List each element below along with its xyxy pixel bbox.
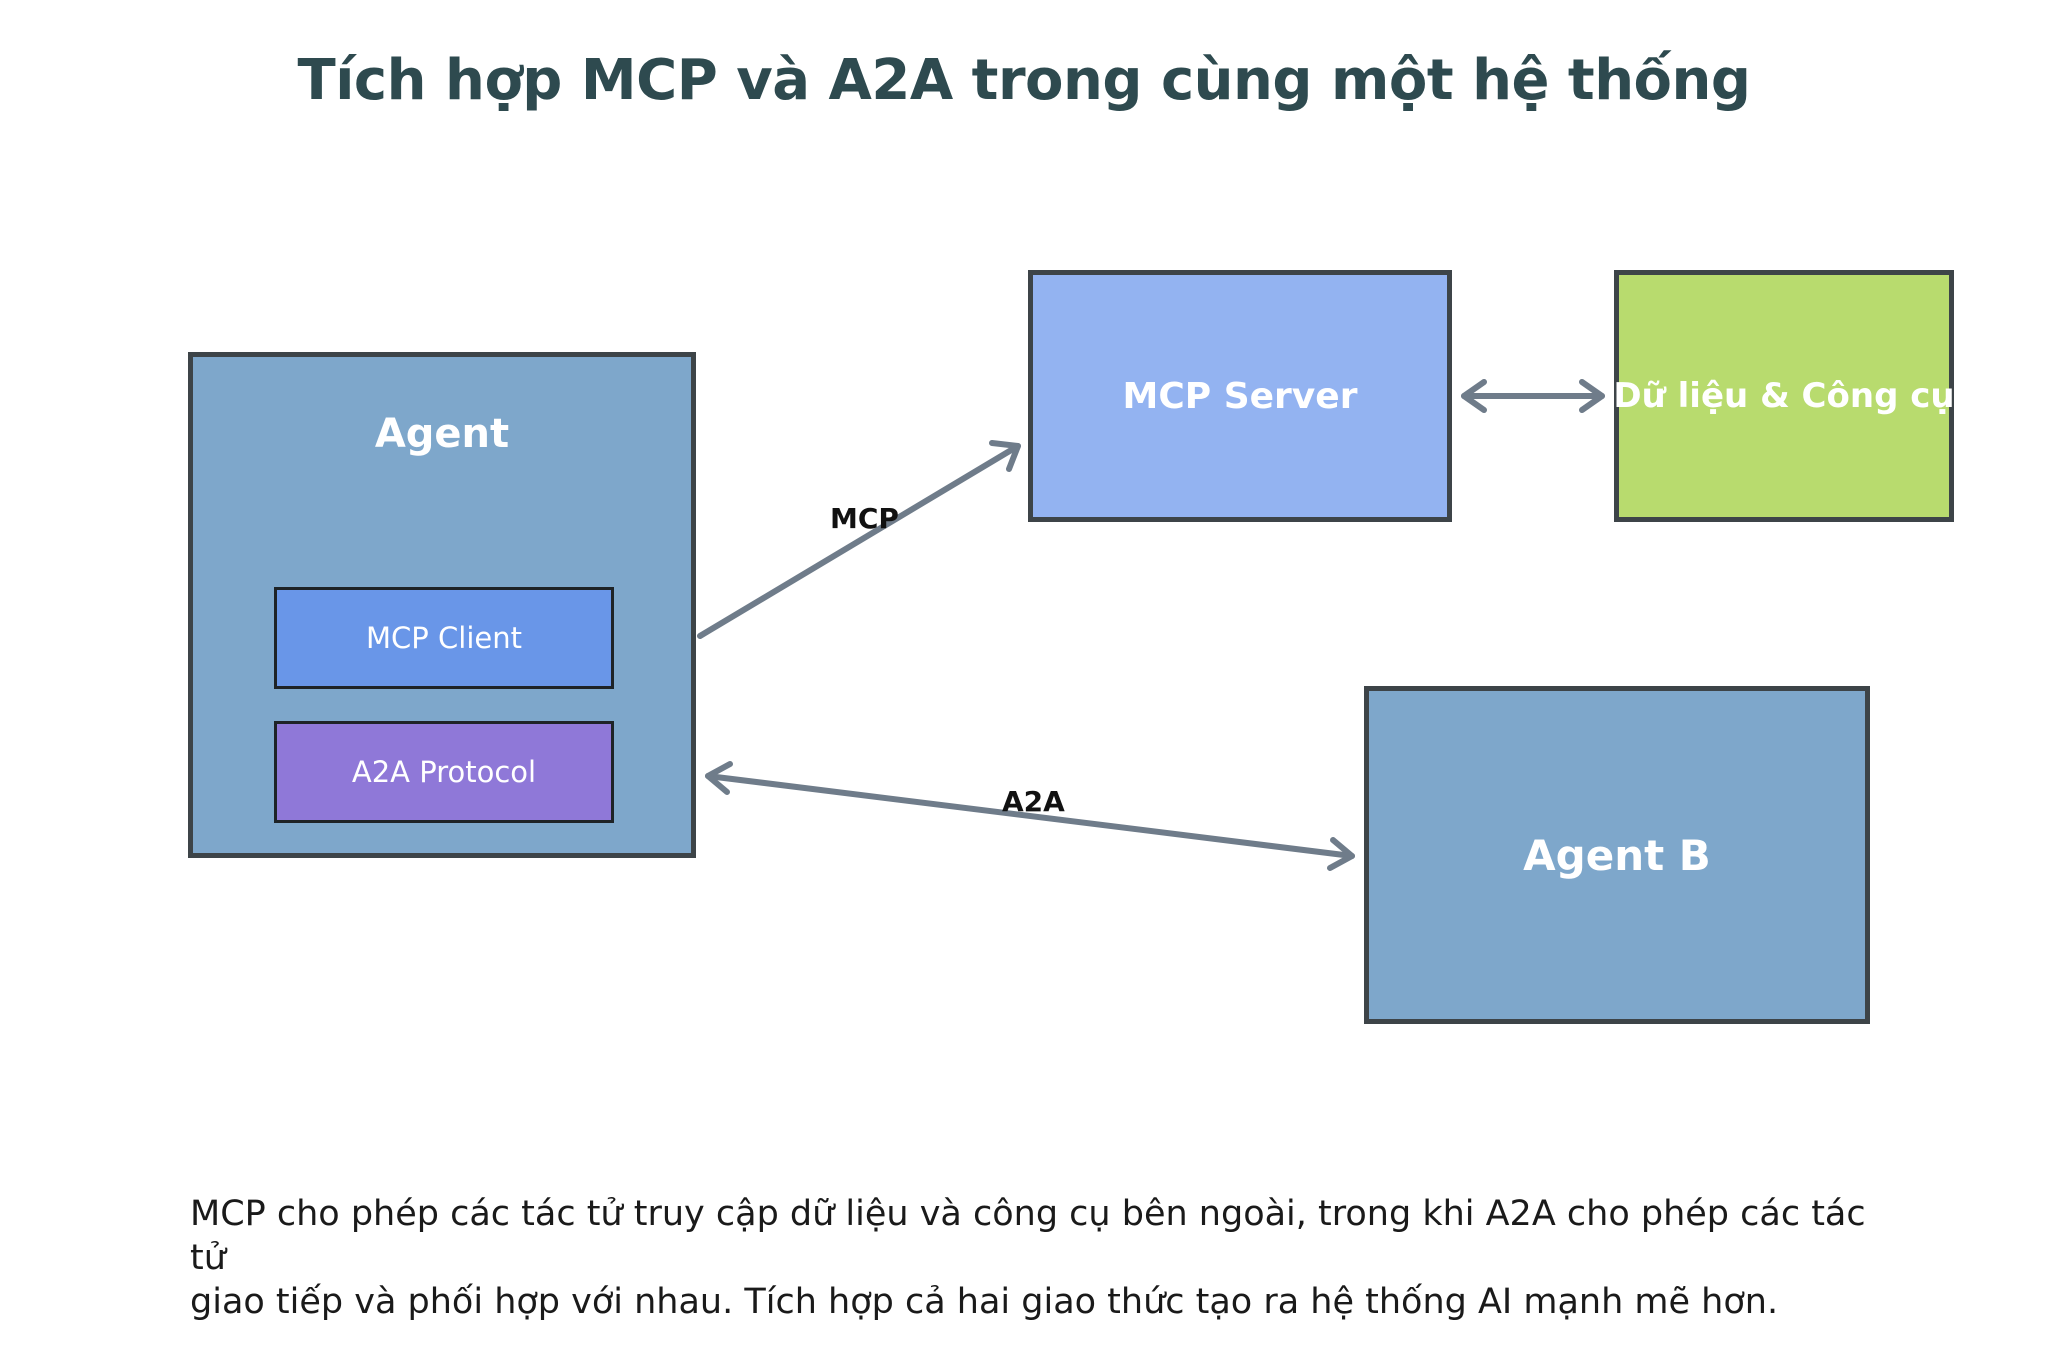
a2a-edge-label: A2A: [1002, 785, 1065, 818]
a2a-arrow: [705, 761, 1355, 871]
caption: MCP cho phép các tác tử truy cập dữ liệu…: [190, 1192, 1890, 1324]
mcp-client-node: MCP Client: [274, 587, 614, 689]
data-tools-node: Dữ liệu & Công cụ: [1613, 270, 1955, 522]
agent-b-label: Agent B: [1523, 830, 1711, 880]
agent-label: Agent: [374, 411, 510, 457]
mcp-edge-label: MCP: [830, 502, 899, 535]
agent-node: Agent MCP Client A2A Protocol: [188, 352, 696, 858]
mcp-server-label: MCP Server: [1122, 375, 1358, 417]
caption-line-1: MCP cho phép các tác tử truy cập dữ liệu…: [190, 1194, 1866, 1278]
data-tools-arrow: [1461, 379, 1605, 413]
mcp-arrow: [697, 440, 1021, 639]
agent-b-node: Agent B: [1364, 686, 1870, 1024]
caption-line-2: giao tiếp và phối hợp với nhau. Tích hợp…: [190, 1282, 1779, 1322]
a2a-protocol-node: A2A Protocol: [274, 721, 614, 823]
data-tools-label: Dữ liệu & Công cụ: [1613, 376, 1955, 416]
mcp-server-node: MCP Server: [1028, 270, 1452, 522]
diagram-title: Tích hợp MCP và A2A trong cùng một hệ th…: [297, 48, 1751, 113]
